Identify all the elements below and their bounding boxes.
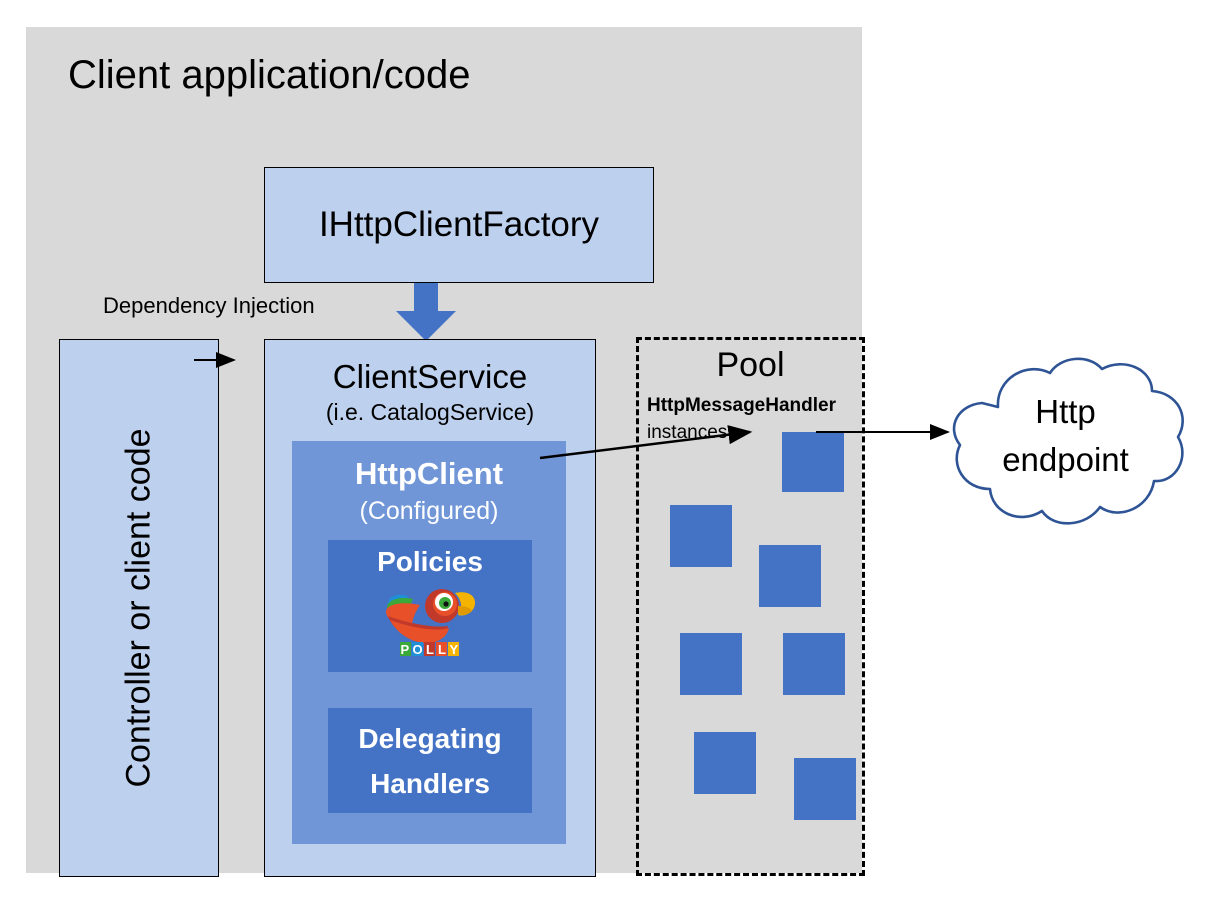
client-application-container: Client application/code IHttpClientFacto… [26, 27, 865, 877]
http-endpoint-label: Http endpoint [938, 388, 1193, 484]
http-endpoint-line2: endpoint [1002, 441, 1129, 478]
http-endpoint-cloud [938, 355, 1193, 531]
pool-handler-instance [794, 758, 856, 820]
pool-box: Pool HttpMessageHandler instances [636, 337, 865, 876]
client-application-title: Client application/code [68, 53, 471, 97]
ihttpclientfactory-box: IHttpClientFactory [264, 167, 654, 283]
clientservice-title: ClientService [332, 358, 528, 395]
controller-or-client-code-label: Controller or client code [119, 428, 158, 788]
down-block-arrow-icon [396, 283, 456, 341]
pool-handler-instance [670, 505, 732, 567]
httpclient-title: HttpClient [354, 456, 504, 491]
httpclient-subtitle: (Configured) [359, 497, 499, 525]
pool-handler-instance [694, 732, 756, 794]
svg-text:L: L [438, 642, 446, 657]
policies-box: Policies [328, 540, 532, 672]
delegating-handlers-box: Delegating Handlers [328, 708, 532, 813]
clientservice-box: ClientService (i.e. CatalogService) Http… [264, 339, 596, 877]
svg-text:O: O [413, 642, 423, 657]
http-endpoint-line1: Http [1035, 393, 1096, 430]
svg-text:Y: Y [450, 642, 459, 657]
svg-text:L: L [426, 642, 434, 657]
pool-handler-instance [783, 633, 845, 695]
policies-title: Policies [377, 546, 483, 577]
delegating-handlers-line2: Handlers [370, 767, 490, 799]
delegating-handlers-line1: Delegating [358, 722, 502, 754]
httpclient-box: HttpClient (Configured) Policies [292, 441, 566, 844]
polly-parrot-logo-icon: P O L L Y [382, 582, 478, 660]
svg-text:P: P [401, 642, 410, 657]
dependency-injection-label: Dependency Injection [103, 293, 315, 318]
ihttpclientfactory-label: IHttpClientFactory [318, 205, 600, 244]
pool-title: Pool [716, 346, 785, 384]
controller-or-client-code-box: Controller or client code [59, 339, 219, 877]
pool-subtitle-bold: HttpMessageHandler [647, 395, 836, 416]
pool-handler-instance [782, 432, 844, 492]
clientservice-subtitle: (i.e. CatalogService) [325, 399, 535, 425]
pool-handler-instance [680, 633, 742, 695]
pool-subtitle-plain: instances [647, 422, 728, 443]
pool-handler-instance [759, 545, 821, 607]
